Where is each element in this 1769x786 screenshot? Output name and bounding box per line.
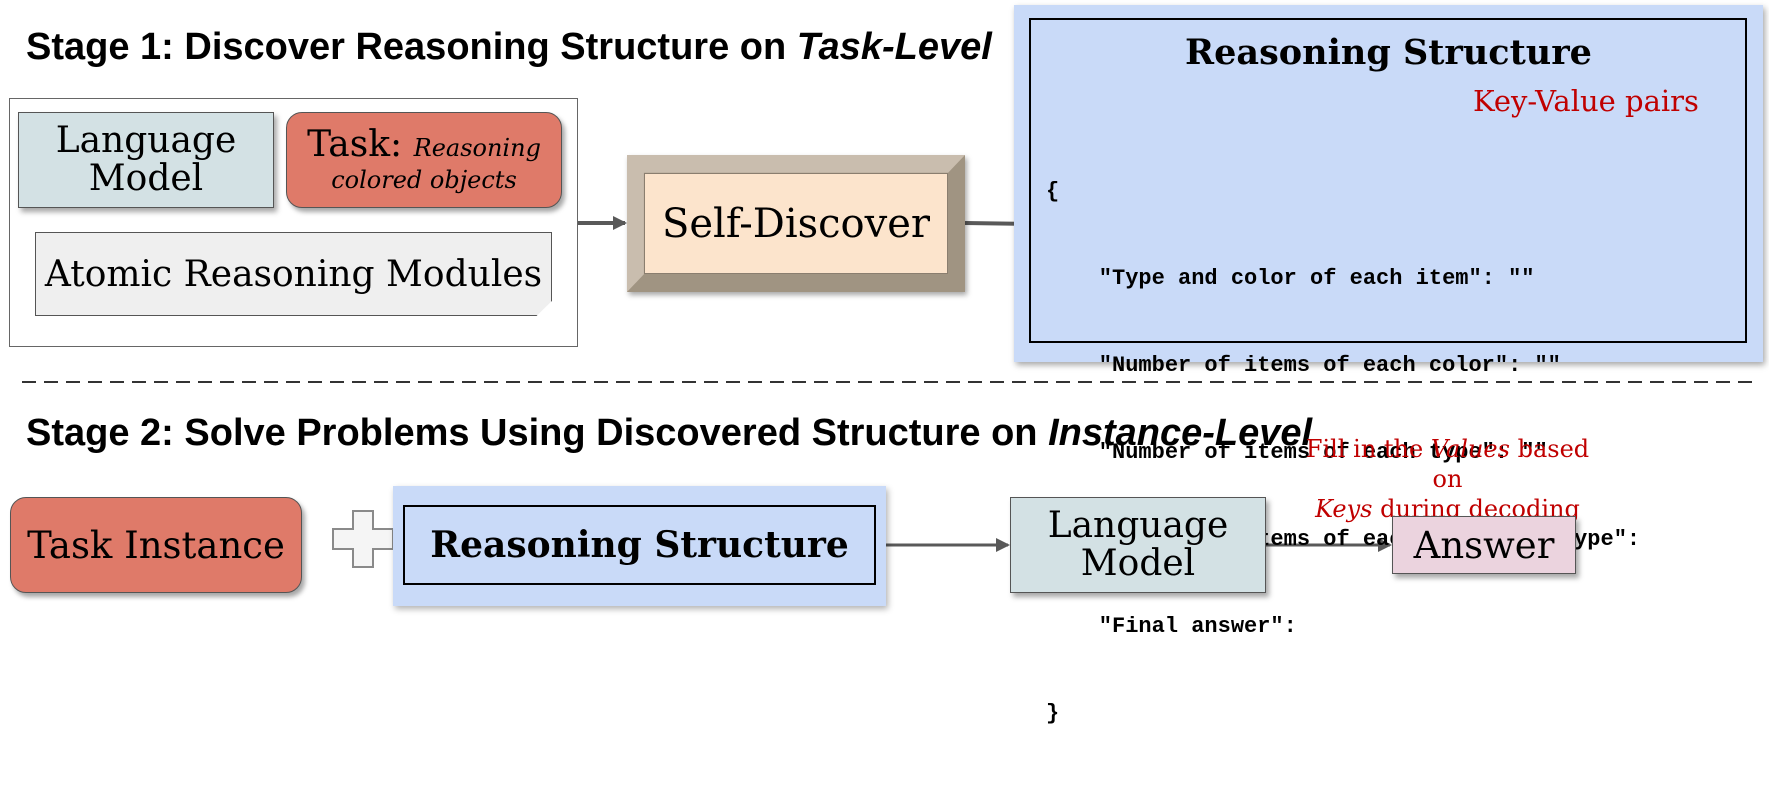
stage1-title: Stage 1: Discover Reasoning Structure on… bbox=[26, 26, 992, 68]
atomic-modules-label: Atomic Reasoning Modules bbox=[44, 253, 543, 295]
reasoning-structure-title: Reasoning Structure bbox=[1185, 32, 1592, 73]
task-box: Task: Reasoning colored objects bbox=[286, 112, 562, 208]
task-label: Task: bbox=[307, 123, 403, 165]
reasoning-structure-frame bbox=[1029, 18, 1747, 343]
stage2-structure-box: Reasoning Structure bbox=[403, 505, 876, 585]
task-italic-1: Reasoning bbox=[413, 133, 541, 162]
code-line: { bbox=[1046, 179, 1060, 204]
code-line: "Final answer": bbox=[1046, 614, 1297, 639]
stage1-inputs-frame bbox=[9, 98, 578, 347]
stage2-language-model-box: Language Model bbox=[1010, 497, 1266, 593]
language-model-line1: Language bbox=[55, 120, 237, 161]
language-model-line2: Model bbox=[88, 158, 204, 199]
task-instance-label: Task Instance bbox=[27, 523, 285, 567]
stage2-language-model-line2: Model bbox=[1080, 543, 1196, 584]
answer-box: Answer bbox=[1392, 516, 1576, 574]
key-value-annotation: Key-Value pairs bbox=[1473, 84, 1699, 118]
stage2-structure-label: Reasoning Structure bbox=[430, 524, 849, 566]
stage2-structure-panel: Reasoning Structure bbox=[393, 486, 886, 606]
self-discover-bevel: Self-Discover bbox=[627, 155, 965, 292]
code-line: "Number of items of each type": "" bbox=[1046, 440, 1548, 465]
stage2-title: Stage 2: Solve Problems Using Discovered… bbox=[26, 412, 1313, 454]
stage2-language-model-line1: Language bbox=[1047, 505, 1229, 546]
task-italic-2: colored objects bbox=[331, 165, 517, 194]
answer-label: Answer bbox=[1413, 523, 1555, 567]
task-instance-box: Task Instance bbox=[10, 497, 302, 593]
code-line: } bbox=[1046, 701, 1060, 726]
language-model-box: Language Model bbox=[18, 112, 274, 208]
self-discover-box: Self-Discover bbox=[644, 173, 948, 274]
atomic-modules-box: Atomic Reasoning Modules bbox=[35, 232, 552, 316]
code-line: "Number of items of each color": "" bbox=[1046, 353, 1561, 378]
fill-values-annotation: Fill in the Values based on Keys during … bbox=[1305, 435, 1590, 523]
reasoning-structure-panel: Reasoning Structure Key-Value pairs { "T… bbox=[1014, 5, 1763, 726]
code-line: "Type and color of each item": "" bbox=[1046, 266, 1535, 291]
plus-icon bbox=[332, 510, 394, 568]
self-discover-label: Self-Discover bbox=[661, 200, 931, 247]
